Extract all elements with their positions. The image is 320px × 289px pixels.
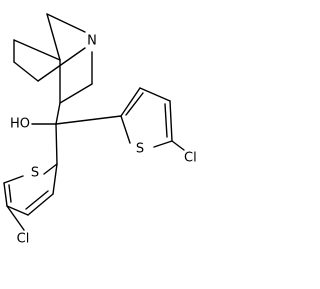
bond <box>25 190 49 210</box>
bond <box>52 163 58 195</box>
thiophene-ring-1 <box>55 87 185 151</box>
hydroxyl-label: HO <box>10 117 30 132</box>
bond <box>37 47 86 82</box>
bond <box>46 13 86 33</box>
bond <box>59 83 93 104</box>
bond <box>120 115 131 144</box>
bond <box>6 205 25 231</box>
bond <box>13 39 61 61</box>
thiophene-ring-2 <box>3 123 58 231</box>
bond <box>8 184 12 203</box>
bond <box>153 140 173 148</box>
bond <box>169 100 173 142</box>
bond <box>164 103 168 138</box>
chlorine-label: Cl <box>184 151 197 166</box>
nitrogen-label: N <box>87 34 97 49</box>
sulfur-label: S <box>136 142 144 157</box>
bond <box>55 102 61 125</box>
bond <box>3 175 24 184</box>
bond <box>43 163 58 175</box>
atom-labels: N HO S Cl S Cl <box>10 34 197 247</box>
bond <box>13 61 39 82</box>
bond <box>6 205 29 216</box>
quinuclidine-ring <box>13 13 93 104</box>
bond <box>171 140 185 151</box>
bond <box>120 87 141 117</box>
bond <box>3 182 8 207</box>
chlorine-label: Cl <box>17 232 30 247</box>
bond <box>55 123 58 165</box>
sulfur-label: S <box>31 166 39 181</box>
bond <box>139 87 171 102</box>
bond <box>27 193 54 216</box>
bond <box>125 92 144 116</box>
molecule-drawing: N HO S Cl S Cl <box>3 13 197 247</box>
bond <box>46 13 61 61</box>
bond <box>55 115 122 125</box>
